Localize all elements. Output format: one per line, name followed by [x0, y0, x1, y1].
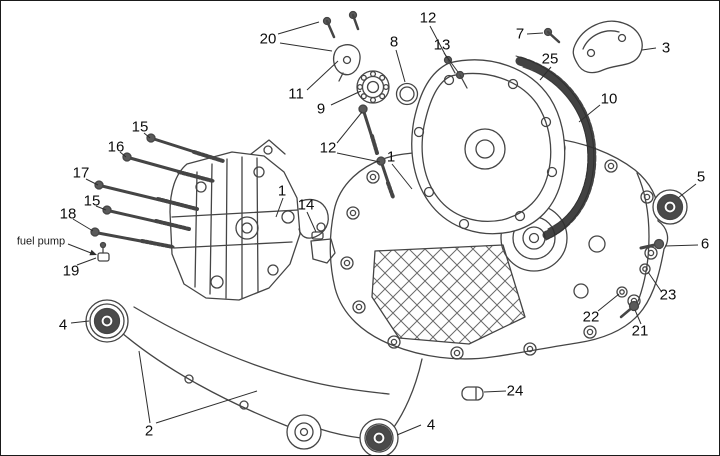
rib-lattice — [371, 244, 526, 345]
bolt-21 — [619, 300, 640, 319]
roller-24 — [461, 386, 484, 401]
bushing-right-5 — [652, 189, 688, 225]
washer-23 — [639, 263, 651, 275]
bushing-bottom-4 — [364, 423, 394, 453]
clutch-cover-gasket — [515, 55, 597, 241]
washer-22 — [616, 286, 628, 298]
left-crankcase-half — [169, 139, 301, 301]
screw-7 — [543, 27, 561, 44]
leader-lines — [67, 21, 699, 436]
bushing-left-4 — [89, 303, 125, 339]
dowel-stud — [311, 231, 324, 240]
cover-screws — [443, 55, 468, 89]
crankcase-bolt-15a — [146, 133, 225, 163]
center-joint-parts — [298, 198, 336, 264]
bearing-retainer-bracket — [332, 44, 361, 82]
circlip-ring — [395, 82, 419, 106]
crankcase-bolt-16 — [122, 152, 215, 183]
cover-bolt-12a — [358, 104, 379, 155]
fuel-pump-arrow — [67, 243, 97, 256]
cover-bolt-12b — [376, 156, 395, 199]
retainer-screws — [322, 10, 360, 39]
crankcase-bolt-18 — [90, 227, 175, 249]
crankcase-bolt-15b — [102, 205, 191, 231]
bolt-6 — [639, 238, 665, 250]
fuel-pump-fitting — [97, 241, 110, 262]
cover-plate — [572, 20, 643, 74]
cover-screw-bosses — [413, 74, 558, 230]
crankcase-bolt-17 — [94, 180, 199, 211]
ball-bearing — [356, 70, 390, 104]
clutch-cover — [411, 55, 566, 235]
